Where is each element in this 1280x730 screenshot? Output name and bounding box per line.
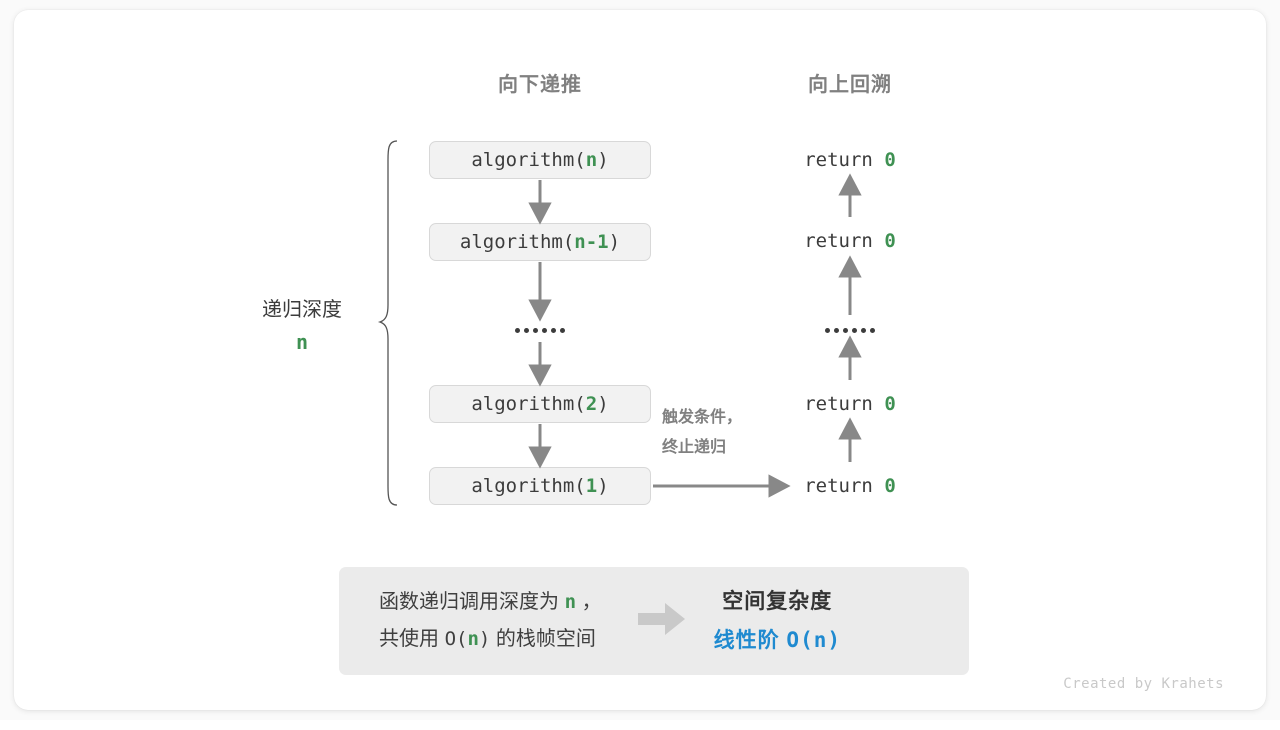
- column-header-upward-backtrack: 向上回溯: [808, 74, 892, 96]
- return-keyword: return: [804, 475, 873, 497]
- summary-line-1-pre: 函数递归调用深度为: [379, 591, 559, 613]
- implies-arrow-icon: [637, 602, 686, 641]
- return-keyword: return: [804, 149, 873, 171]
- call-box-suffix: ): [608, 231, 621, 253]
- complexity-title: 空间复杂度: [722, 589, 833, 613]
- recursion-depth-label: 递归深度 n: [262, 293, 342, 354]
- return-label-1: return 0: [804, 230, 896, 252]
- call-box-0[interactable]: algorithm(n): [429, 141, 651, 179]
- complexity-value-bigo: O(n): [786, 627, 841, 652]
- recursion-depth-value: n: [295, 330, 309, 354]
- call-box-arg: n: [585, 149, 598, 171]
- summary-line-2-pre: 共使用: [379, 628, 439, 650]
- return-label-3: return 0: [804, 475, 896, 497]
- call-box-prefix: algorithm(: [471, 393, 586, 415]
- call-box-arg: n-1: [574, 231, 609, 253]
- return-value: 0: [884, 149, 896, 171]
- return-keyword: return: [804, 393, 873, 415]
- ellipsis-call-stack: [515, 328, 565, 333]
- ellipsis-return-stack: [825, 328, 875, 333]
- summary-line-2-post: 的栈帧空间: [495, 628, 596, 650]
- summary-line-1-var: n: [564, 591, 577, 613]
- call-box-prefix: algorithm(: [471, 149, 586, 171]
- call-box-2[interactable]: algorithm(2): [429, 385, 651, 423]
- return-label-0: return 0: [804, 149, 896, 171]
- call-box-arg: 2: [585, 393, 598, 415]
- recursion-depth-text: 递归深度: [262, 299, 342, 321]
- summary-line-1-post: ，: [581, 591, 602, 613]
- complexity-value: 线性阶 O(n): [714, 621, 841, 660]
- summary-line-2: 共使用 O(n) 的栈帧空间: [379, 621, 602, 658]
- summary-panel: 函数递归调用深度为 n ， 共使用 O(n) 的栈帧空间 空间复杂度 线性: [339, 567, 969, 675]
- column-header-downward-recursion: 向下递推: [498, 74, 582, 96]
- summary-line-2-bigo-close: ): [478, 628, 491, 650]
- call-box-arg: 1: [585, 475, 598, 497]
- recursion-depth-brace: [377, 140, 398, 506]
- summary-description: 函数递归调用深度为 n ， 共使用 O(n) 的栈帧空间: [379, 584, 602, 658]
- termination-note-line-1: 触发条件，: [662, 409, 743, 426]
- termination-note-line-2: 终止递归: [662, 439, 727, 456]
- summary-line-1: 函数递归调用深度为 n ，: [379, 584, 602, 621]
- diagram-card: 向下递推 向上回溯 递归深度 n algorithm(n) algorithm(…: [14, 10, 1266, 710]
- termination-condition-note: 触发条件， 终止递归: [662, 403, 742, 463]
- return-value: 0: [884, 393, 896, 415]
- summary-line-2-var: n: [467, 628, 479, 650]
- return-value: 0: [884, 230, 896, 252]
- call-box-prefix: algorithm(: [471, 475, 586, 497]
- call-box-prefix: algorithm(: [459, 231, 575, 253]
- return-keyword: return: [804, 230, 873, 252]
- call-box-suffix: ): [597, 393, 609, 415]
- call-box-suffix: ): [597, 475, 609, 497]
- summary-conclusion: 空间复杂度 线性阶 O(n): [714, 583, 841, 660]
- call-box-suffix: ): [597, 149, 609, 171]
- return-label-2: return 0: [804, 393, 896, 415]
- summary-line-2-bigo-open: O(: [444, 628, 468, 650]
- call-box-3[interactable]: algorithm(1): [429, 467, 651, 505]
- complexity-value-text: 线性阶: [713, 628, 780, 652]
- call-box-1[interactable]: algorithm(n-1): [429, 223, 651, 261]
- return-value: 0: [884, 475, 896, 497]
- credit-text: Created by Krahets: [1063, 676, 1224, 692]
